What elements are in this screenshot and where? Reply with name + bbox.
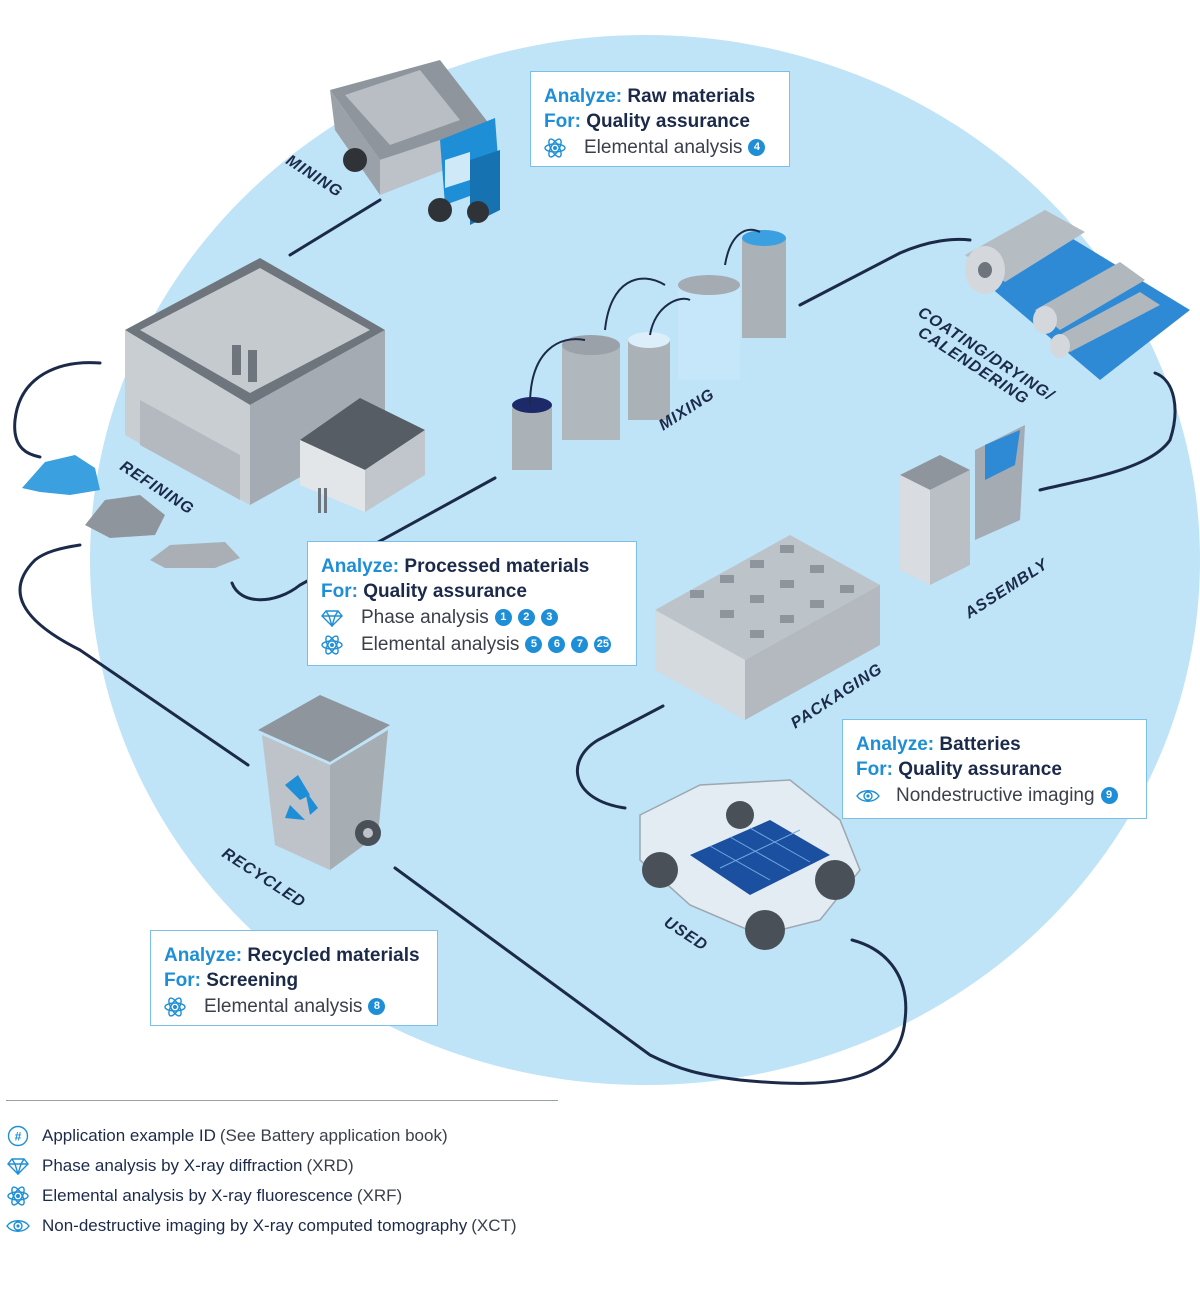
item-label: Phase analysis [361, 607, 489, 628]
legend-text: Phase analysis by X-ray diffraction [42, 1156, 303, 1175]
application-id-badge[interactable]: 6 [548, 636, 566, 653]
application-id-badge[interactable]: 1 [494, 609, 512, 626]
legend-muted-text: (XCT) [471, 1216, 517, 1235]
raw-materials-illustration [22, 455, 240, 568]
analyze-key: Analyze: [856, 734, 935, 755]
atom-icon [544, 137, 570, 159]
for-key: For: [321, 581, 358, 602]
application-id-badge[interactable]: 4 [748, 139, 766, 156]
eye-icon [6, 1215, 30, 1237]
analyze-value: Processed materials [404, 556, 590, 577]
legend-row-phase-analysis: Phase analysis by X-ray diffraction (XRD… [6, 1151, 558, 1181]
legend: # Application example ID (See Battery ap… [6, 1100, 558, 1241]
coating-rolls-illustration [965, 210, 1190, 380]
analyze-key: Analyze: [164, 945, 243, 966]
callout-analyze-row: Analyze: Processed materials [321, 554, 622, 579]
refining-factory-illustration [125, 258, 425, 513]
callout-analyze-row: Analyze: Recycled materials [164, 943, 423, 968]
connector-packaging-used [575, 704, 665, 810]
recycling-bin-illustration [258, 695, 390, 870]
connector-refining-rocks [13, 361, 102, 459]
atom-icon [321, 634, 347, 656]
assembly-cell-illustration [900, 425, 1025, 585]
connector-lines [13, 198, 1177, 1085]
callout-processed-materials: Analyze: Processed materials For: Qualit… [307, 541, 637, 666]
legend-muted-text: (XRD) [306, 1156, 354, 1175]
callout-item: Phase analysis 1 2 3 [321, 604, 622, 631]
battery-pack-illustration [655, 535, 880, 720]
application-id-badge[interactable]: 5 [525, 636, 543, 653]
for-value: Quality assurance [898, 759, 1062, 780]
eye-icon [856, 785, 882, 807]
callout-for-row: For: Quality assurance [321, 579, 622, 604]
for-value: Quality assurance [363, 581, 527, 602]
callout-batteries: Analyze: Batteries For: Quality assuranc… [842, 719, 1147, 819]
connector-coating-assembly [1038, 371, 1177, 492]
diamond-icon [6, 1155, 30, 1177]
connector-mixing-coating [798, 237, 972, 307]
analyze-value: Batteries [939, 734, 1021, 755]
diamond-icon [321, 607, 347, 629]
callout-for-row: For: Quality assurance [856, 757, 1132, 782]
electric-car-illustration [639, 779, 861, 950]
item-label: Elemental analysis [361, 634, 520, 655]
item-label: Nondestructive imaging [896, 785, 1095, 806]
analyze-value: Raw materials [627, 86, 756, 107]
mixing-tanks-illustration [512, 228, 786, 470]
analyze-key: Analyze: [321, 556, 400, 577]
hash-icon: # [6, 1125, 30, 1147]
callout-item: Elemental analysis 8 [164, 993, 423, 1020]
for-key: For: [164, 970, 201, 991]
legend-muted-text: (See Battery application book) [219, 1126, 448, 1145]
item-label: Elemental analysis [584, 137, 743, 158]
application-id-badge[interactable]: 3 [540, 609, 558, 626]
legend-row-application-id: # Application example ID (See Battery ap… [6, 1121, 558, 1151]
atom-icon [6, 1185, 30, 1207]
callout-item: Elemental analysis 4 [544, 134, 775, 161]
legend-text: Elemental analysis by X-ray fluorescence [42, 1186, 353, 1205]
svg-text:#: # [15, 1130, 22, 1144]
application-id-badge[interactable]: 7 [571, 636, 589, 653]
analyze-value: Recycled materials [247, 945, 420, 966]
application-id-badge[interactable]: 2 [517, 609, 535, 626]
callout-recycled-materials: Analyze: Recycled materials For: Screeni… [150, 930, 438, 1026]
application-id-badge[interactable]: 8 [368, 998, 386, 1015]
for-value: Quality assurance [586, 111, 750, 132]
application-id-badge[interactable]: 25 [594, 636, 612, 653]
connector-refining-mixing [230, 476, 497, 602]
callout-raw-materials: Analyze: Raw materials For: Quality assu… [530, 71, 790, 167]
for-value: Screening [206, 970, 299, 991]
legend-row-imaging: Non-destructive imaging by X-ray compute… [6, 1211, 558, 1241]
callout-for-row: For: Quality assurance [544, 109, 775, 134]
legend-muted-text: (XRF) [356, 1186, 403, 1205]
connector-mining-refining [288, 198, 382, 257]
item-label: Elemental analysis [204, 996, 363, 1017]
callout-analyze-row: Analyze: Batteries [856, 732, 1132, 757]
callout-analyze-row: Analyze: Raw materials [544, 84, 775, 109]
analyze-key: Analyze: [544, 86, 623, 107]
legend-text: Non-destructive imaging by X-ray compute… [42, 1216, 468, 1235]
mining-truck-illustration [330, 60, 500, 225]
callout-item: Elemental analysis 5 6 7 25 [321, 631, 622, 658]
callout-for-row: For: Screening [164, 968, 423, 993]
connector-used-recycled [393, 866, 908, 1085]
application-id-badge[interactable]: 9 [1100, 787, 1118, 804]
atom-icon [164, 996, 190, 1018]
for-key: For: [544, 111, 581, 132]
callout-item: Nondestructive imaging 9 [856, 782, 1132, 809]
legend-row-elemental-analysis: Elemental analysis by X-ray fluorescence… [6, 1181, 558, 1211]
connector-recycled-rocks [18, 543, 250, 767]
for-key: For: [856, 759, 893, 780]
legend-text: Application example ID [42, 1126, 216, 1145]
